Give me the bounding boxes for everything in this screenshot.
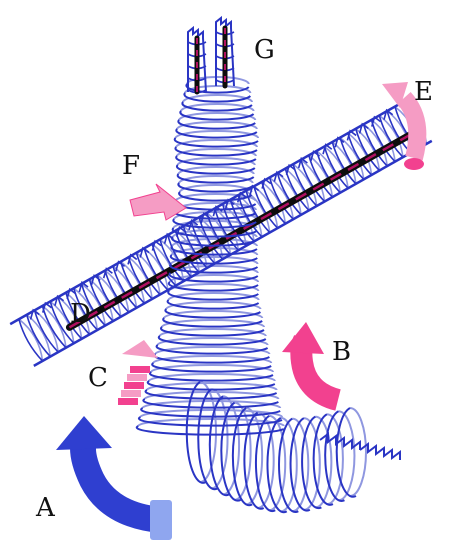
rotation-arrow-a	[56, 416, 172, 540]
label-d: D	[70, 299, 91, 329]
stepped-arrow-step	[121, 390, 141, 397]
label-e: E	[414, 77, 433, 107]
bent-coil-turn-back	[200, 382, 216, 482]
bent-coil-turn-front	[187, 382, 206, 483]
stepped-arrow-step	[118, 398, 138, 405]
label-b: B	[332, 337, 351, 367]
stepped-arrow-step	[130, 366, 150, 373]
stepped-arrow-step	[127, 374, 147, 381]
label-f: F	[122, 151, 140, 181]
label-g: G	[254, 35, 275, 65]
bent-coil-front	[187, 382, 400, 512]
label-c: C	[88, 363, 108, 393]
stepped-arrow-step	[124, 382, 144, 389]
rotation-arrow-b	[282, 322, 338, 400]
horizontal-coil-teeth	[31, 110, 393, 319]
stepped-arrow-head	[122, 340, 158, 358]
top-prongs	[188, 18, 234, 93]
label-a: A	[35, 493, 56, 523]
bent-coil-turn-back	[350, 408, 366, 496]
